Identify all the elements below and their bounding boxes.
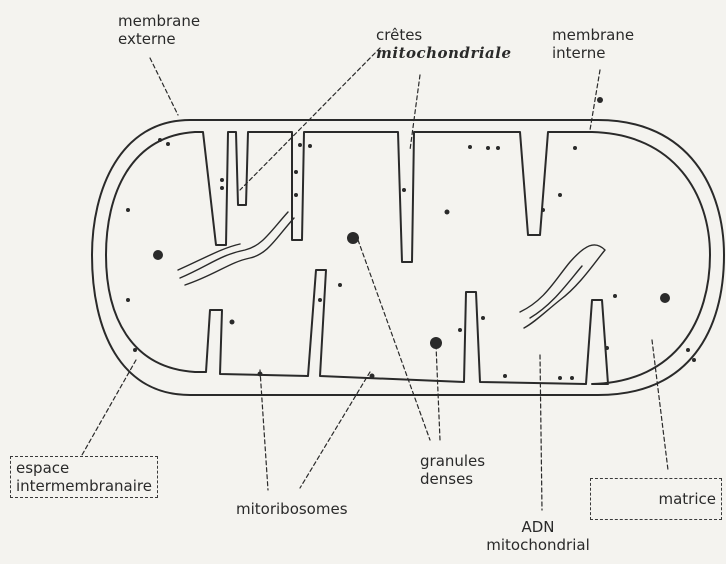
label-cristae: crêtes mitochondriale [376, 26, 512, 62]
outer-membrane [92, 120, 724, 395]
label-mitochondrial-dna: ADN mitochondrial [478, 518, 598, 554]
dna-strand-right [520, 245, 605, 328]
inner-membrane [106, 132, 710, 384]
label-inner-membrane: membrane interne [552, 26, 634, 62]
outer-membrane-line2: externe [118, 30, 200, 48]
label-mitoribosomes: mitoribosomes [236, 500, 348, 518]
inner-membrane-line1: membrane [552, 26, 634, 44]
dna-strand-left [178, 212, 294, 285]
dna-line1: ADN [478, 518, 598, 536]
granules-line2: denses [420, 470, 485, 488]
mitoribosomes-text: mitoribosomes [236, 500, 348, 518]
inner-membrane-line2: interne [552, 44, 634, 62]
outer-membrane-line1: membrane [118, 12, 200, 30]
matrix-text: matrice [659, 490, 717, 508]
intermembrane-line1: espace [16, 459, 152, 477]
dna-line2: mitochondrial [478, 536, 598, 554]
label-matrix: matrice [590, 478, 722, 520]
cristae-line1: crêtes [376, 26, 512, 44]
granules-line1: granules [420, 452, 485, 470]
label-outer-membrane: membrane externe [118, 12, 200, 48]
label-dense-granules: granules denses [420, 452, 485, 488]
cristae-line2: mitochondriale [376, 44, 512, 62]
intermembrane-line2: intermembranaire [16, 477, 152, 495]
label-intermembrane-space: espace intermembranaire [10, 456, 158, 498]
